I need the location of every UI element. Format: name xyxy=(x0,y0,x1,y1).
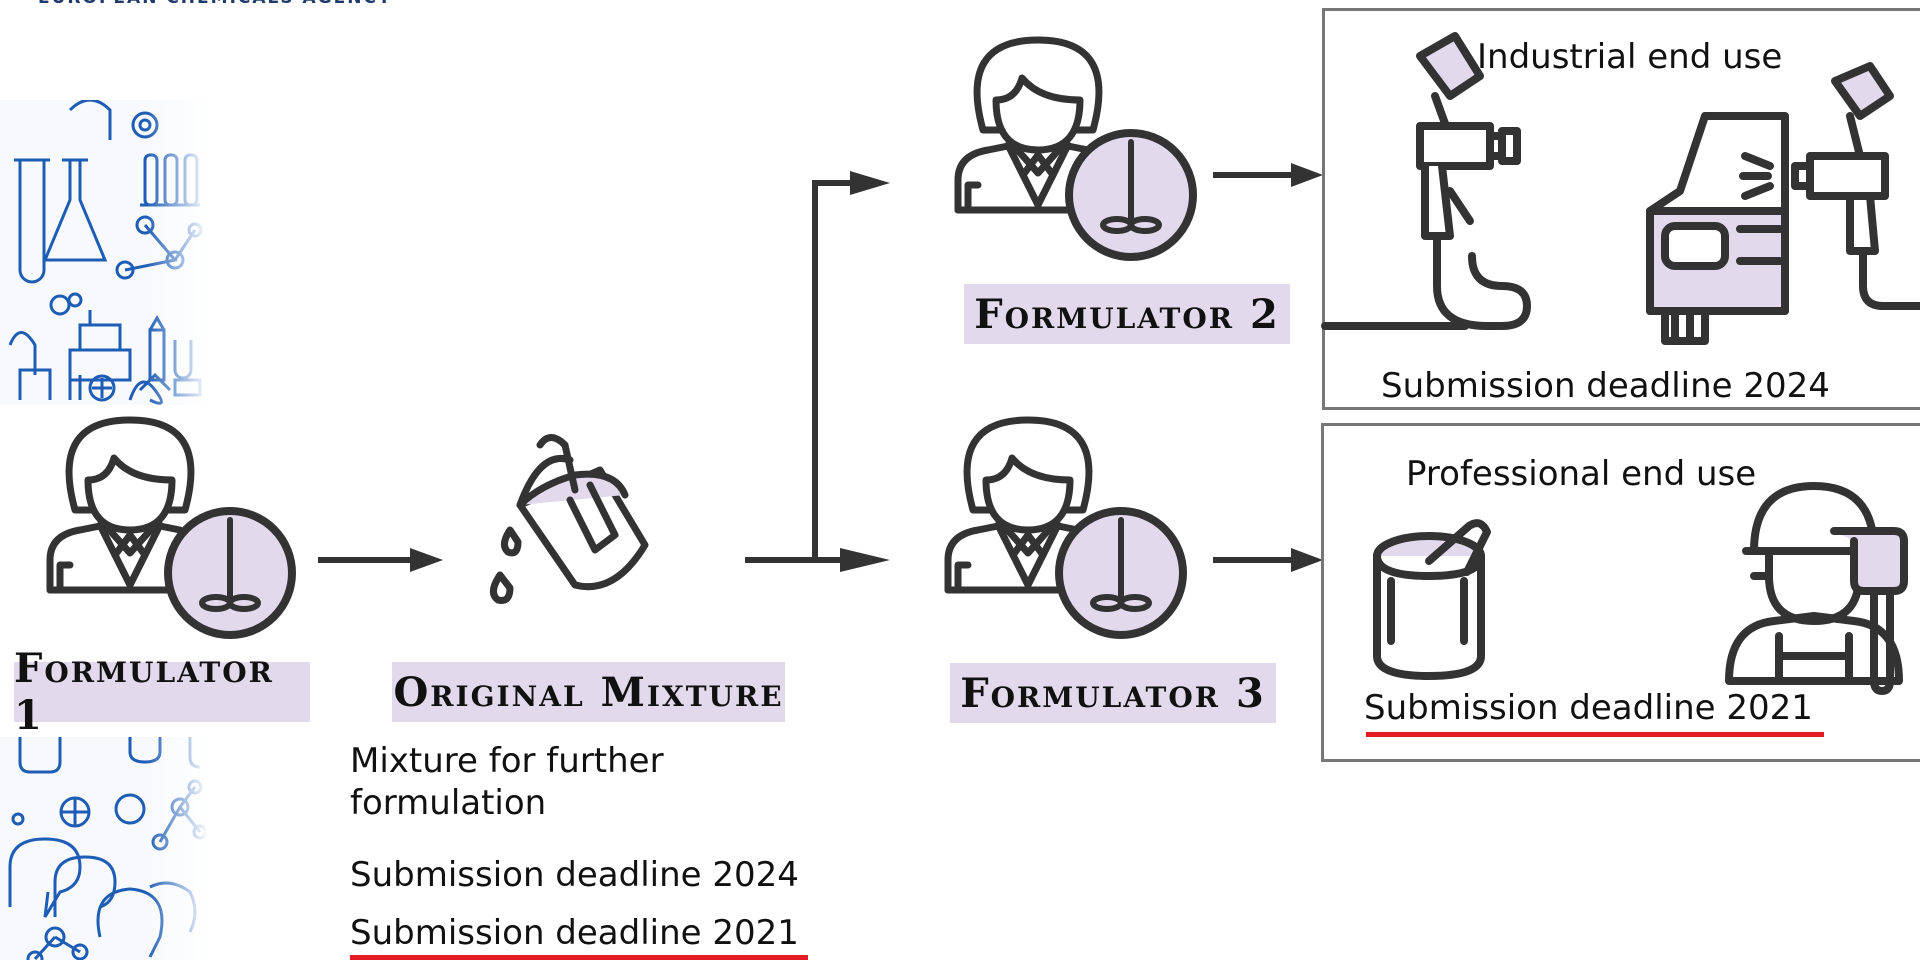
branch-connector-icon xyxy=(745,171,890,572)
industrial-end-use-box: Industrial end use Submiss xyxy=(1321,8,1920,410)
mixture-description: Mixture for further formulation xyxy=(350,741,664,823)
formulator-1-label: Formulator 1 xyxy=(14,645,310,739)
arrow-icon xyxy=(318,548,443,572)
industrial-box-deadline: Submission deadline 2024 xyxy=(1381,366,1830,406)
deadline-underline xyxy=(350,955,808,960)
formulator-3-icon xyxy=(944,416,1187,639)
original-mixture-label: Original Mixture xyxy=(392,662,785,722)
deadline-underline xyxy=(1366,732,1824,737)
chemistry-pattern-icon xyxy=(8,100,203,405)
mixture-deadline-2024: Submission deadline 2024 xyxy=(350,855,799,895)
agency-header: EUROPEAN CHEMICALS AGENCY xyxy=(38,0,392,8)
decorative-pattern-bottom xyxy=(0,737,206,960)
professional-box-deadline: Submission deadline 2021 xyxy=(1364,688,1813,728)
decorative-pattern-top xyxy=(0,100,206,405)
painter-worker-icon xyxy=(1725,482,1908,695)
industrial-box-title: Industrial end use xyxy=(1477,37,1783,77)
paint-bucket-icon xyxy=(1373,519,1491,680)
car-painting-icon xyxy=(1646,62,1920,345)
formulator-2-icon xyxy=(954,36,1197,261)
arrow-icon xyxy=(1213,548,1323,572)
formulator-1-icon xyxy=(46,416,296,639)
professional-box-title: Professional end use xyxy=(1406,454,1757,494)
formulator-2-label: Formulator 2 xyxy=(964,284,1290,344)
paint-can-pouring-icon xyxy=(490,434,649,604)
professional-end-use-box: Professional end use Submission deadline… xyxy=(1321,423,1920,762)
formulator-3-label: Formulator 3 xyxy=(950,663,1276,723)
mixture-deadline-2021: Submission deadline 2021 xyxy=(350,913,799,953)
people-network-pattern-icon xyxy=(8,737,206,960)
arrow-icon xyxy=(1213,163,1323,187)
spray-gun-icon xyxy=(1321,32,1531,330)
